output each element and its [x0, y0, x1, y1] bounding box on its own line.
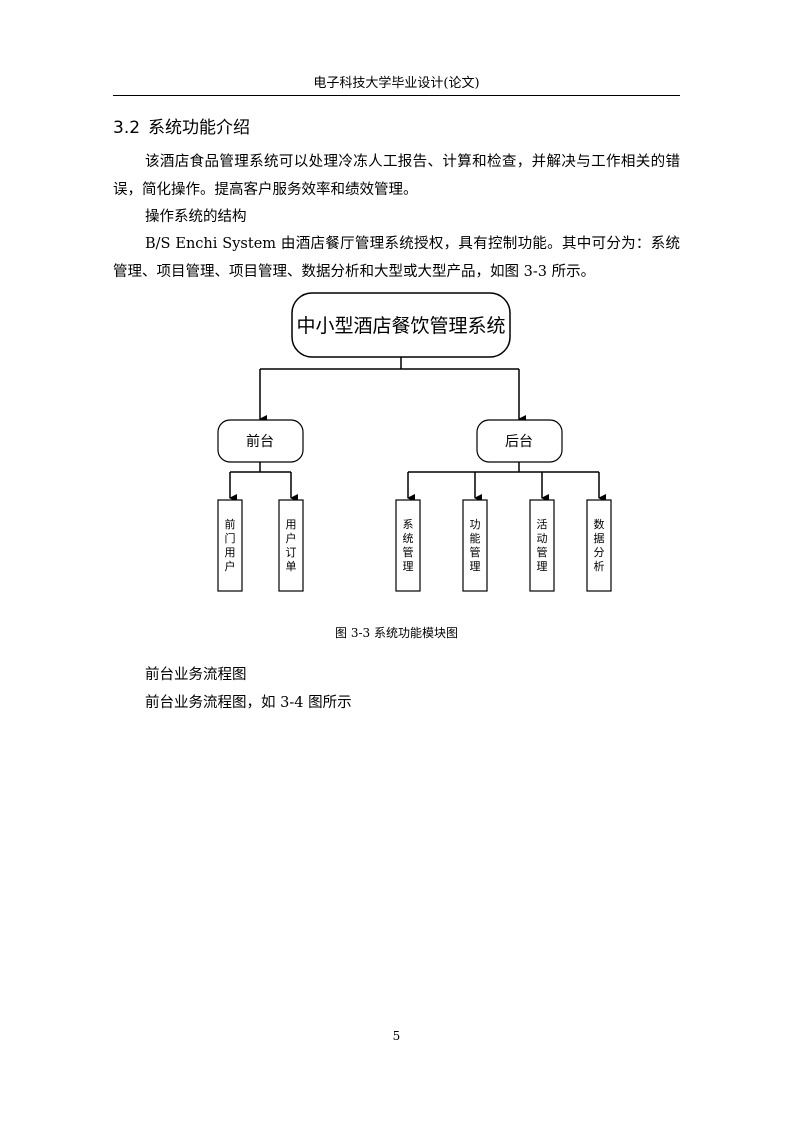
structure-heading: 操作系统的结构 [145, 209, 247, 225]
leaf-node-label: 用户订单 [286, 518, 297, 573]
section-number: 3.2 [113, 118, 141, 138]
leaf-node: 系统管理 [395, 499, 421, 592]
leaf-node-box [462, 499, 488, 592]
leaf-node-box [278, 499, 304, 592]
leaf-node: 前门用户 [217, 499, 243, 592]
leaf-node-label: 功能管理 [470, 518, 481, 573]
leaf-node-box [529, 499, 555, 592]
flow-heading: 前台业务流程图 [145, 667, 247, 683]
leaf-node-box [395, 499, 421, 592]
section-title: 系统功能介绍 [148, 118, 251, 138]
leaf-node: 活动管理 [529, 499, 555, 592]
back-node-label: 后台 [505, 434, 533, 450]
leaf-node-label: 系统管理 [403, 518, 414, 573]
front-node-label: 前台 [246, 433, 274, 450]
section-heading: 3.2 系统功能介绍 [113, 117, 250, 139]
leaf-node-label: 数据分析 [594, 518, 605, 573]
leaf-node: 功能管理 [462, 499, 488, 592]
figure-caption: 图 3-3 系统功能模块图 [335, 626, 458, 640]
page-number: 5 [392, 1029, 401, 1043]
root-node-label: 中小型酒店餐饮管理系统 [296, 315, 505, 337]
bs-system-paragraph: B/S Enchi System 由酒店餐厅管理系统授权，具有控制功能。其中可分… [113, 236, 680, 280]
header-rule [113, 95, 680, 96]
leaf-node-box [586, 499, 612, 592]
function-module-diagram: 中小型酒店餐饮管理系统 前台 后台 前门用户 用户订单 系统管理 功能管理 活动管理 数据… [217, 292, 612, 592]
intro-paragraph: 该酒店食品管理系统可以处理冷冻人工报告、计算和检查，并解决与工作相关的错误，简化… [113, 154, 680, 198]
running-header: 电子科技大学毕业设计(论文) [313, 76, 480, 91]
leaf-node: 用户订单 [278, 499, 304, 592]
leaf-node-box [217, 499, 243, 592]
leaf-node-label: 活动管理 [537, 518, 548, 573]
leaf-node: 数据分析 [586, 499, 612, 592]
flow-reference: 前台业务流程图，如 3-4 图所示 [145, 695, 352, 711]
leaf-node-label: 前门用户 [225, 517, 236, 573]
